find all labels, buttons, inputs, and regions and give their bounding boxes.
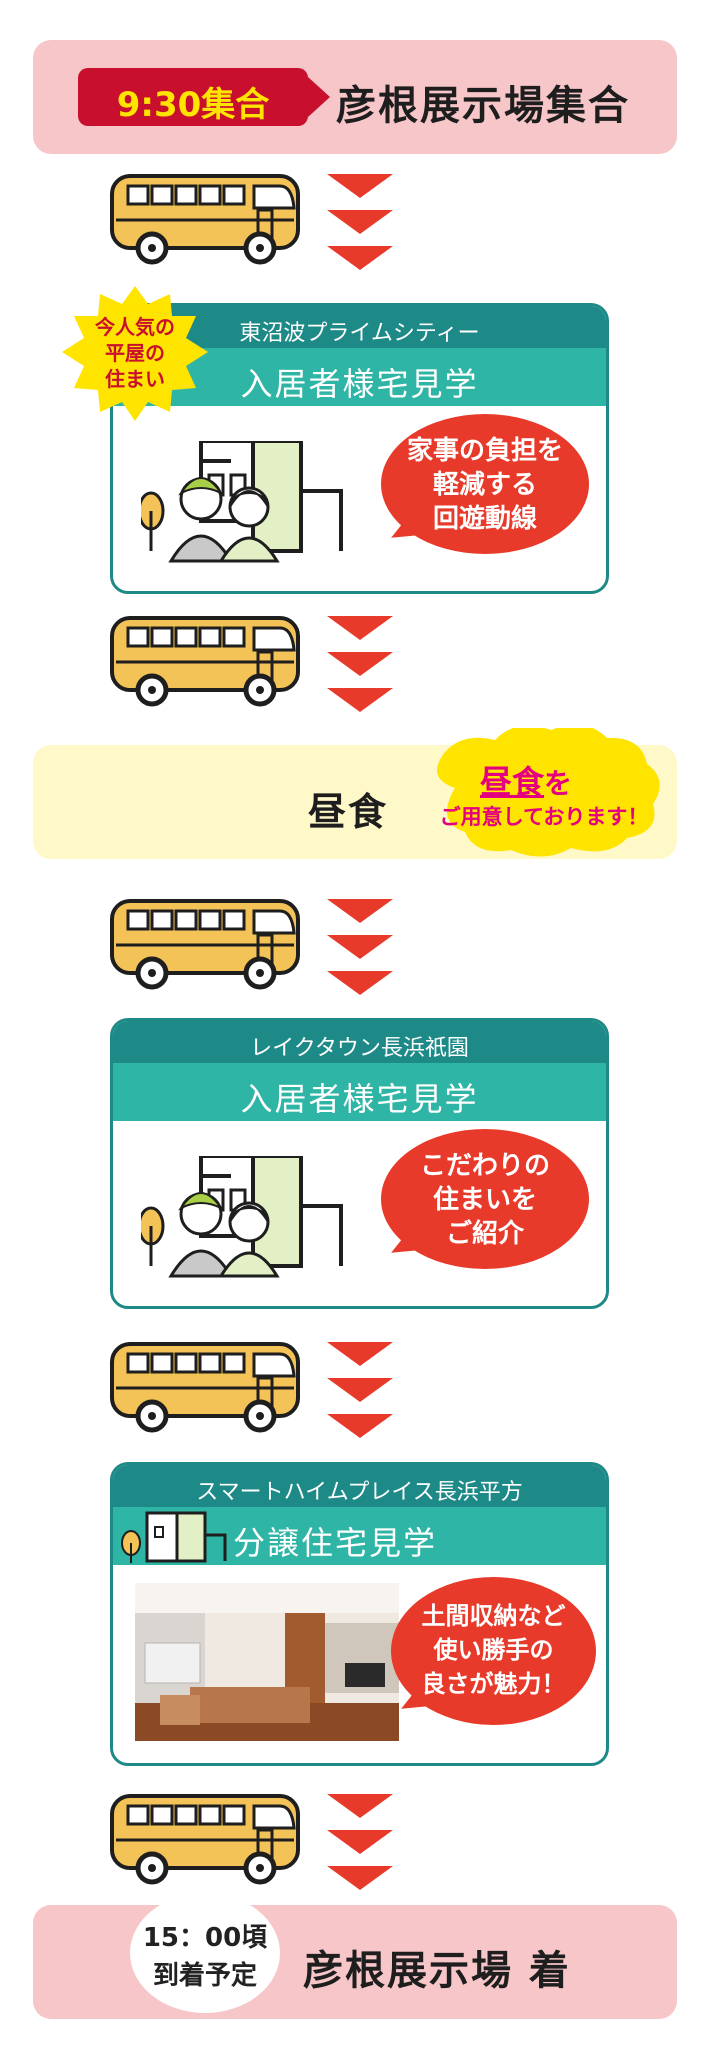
tour3-venue: スマートハイムプレイス長浜平方 — [196, 1480, 523, 1505]
tour3-bubble-line-2: 使い勝手の — [433, 1636, 554, 1664]
tour2-card: レイクタウン長浜祇園 入居者様宅見学 こだわりの 住まいを ご紹介 — [110, 1018, 609, 1309]
tour1-activity: 入居者様宅見学 — [240, 365, 479, 403]
tour3-venue-bar: スマートハイムプレイス長浜平方 — [113, 1465, 606, 1507]
bus-icon — [108, 895, 308, 991]
start-banner: 9:30集合 彦根展示場集合 — [33, 40, 677, 154]
tour2-bubble-line-2: 住まいを — [432, 1185, 537, 1215]
start-time-tag: 9:30集合 — [78, 68, 330, 126]
badge-line-3: 住まい — [105, 367, 165, 391]
tour1-bubble-line-1: 家事の負担を — [406, 436, 563, 466]
lunch-cloud-line-2: ご用意しております！ — [439, 805, 649, 829]
family-icon — [141, 441, 343, 563]
bus-icon — [108, 612, 308, 708]
badge-line-2: 平屋の — [105, 341, 165, 365]
lunch-highlight: 昼食 — [480, 763, 545, 801]
chevron-down-icon — [327, 174, 393, 270]
tour1-activity-band: 入居者様宅見学 — [113, 348, 606, 406]
tour3-card: スマートハイムプレイス長浜平方 分譲住宅見学 土間収納など 使い勝手の 良さが魅… — [110, 1462, 609, 1766]
lunch-title: 昼食 — [308, 790, 389, 834]
tour2-activity-band: 入居者様宅見学 — [113, 1063, 606, 1121]
tour1-card: 東沼波プライムシティー 入居者様宅見学 家事の負担を 軽減する 回遊動線 — [110, 303, 609, 594]
start-time: 9:30集合 — [116, 85, 270, 125]
tour2-speech-bubble: こだわりの 住まいを ご紹介 — [381, 1129, 589, 1269]
chevron-down-icon — [327, 616, 393, 712]
tour3-activity: 分譲住宅見学 — [233, 1524, 438, 1562]
interior-photo — [135, 1583, 399, 1741]
badge-line-1: 今人気の — [95, 315, 175, 339]
end-time-line-1: 15：00頃 — [142, 1923, 268, 1953]
lunch-cloud-line-1: 昼食を — [480, 757, 572, 803]
popular-badge: 今人気の 平屋の 住まい — [62, 286, 208, 421]
tour1-venue-bar: 東沼波プライムシティー — [113, 306, 606, 348]
tour2-venue-bar: レイクタウン長浜祇園 — [113, 1021, 606, 1063]
end-place: 彦根展示場 着 — [303, 1948, 571, 1994]
start-place: 彦根展示場集合 — [336, 83, 630, 129]
house-outline-icon — [121, 1511, 227, 1563]
chevron-down-icon — [327, 899, 393, 995]
chevron-down-icon — [327, 1794, 393, 1890]
bus-icon — [108, 1790, 308, 1886]
tour1-bubble-line-2: 軽減する — [432, 470, 537, 500]
lunch-suffix: を — [544, 767, 573, 800]
tour1-venue: 東沼波プライムシティー — [239, 321, 480, 346]
tour3-speech-bubble: 土間収納など 使い勝手の 良さが魅力！ — [391, 1577, 596, 1725]
bus-icon — [108, 1338, 308, 1434]
tour3-bubble-line-1: 土間収納など — [421, 1602, 566, 1630]
chevron-down-icon — [327, 1342, 393, 1438]
lunch-cloud — [437, 728, 660, 857]
tour3-bubble-line-3: 良さが魅力！ — [421, 1670, 566, 1698]
tour1-bubble-line-3: 回遊動線 — [432, 504, 537, 534]
tour2-venue: レイクタウン長浜祇園 — [250, 1036, 469, 1061]
tour2-activity: 入居者様宅見学 — [240, 1080, 479, 1118]
end-time-oval: 15：00頃 到着予定 — [130, 1893, 280, 2013]
family-icon — [141, 1156, 343, 1278]
tour2-bubble-line-3: ご紹介 — [445, 1219, 524, 1249]
end-time-line-2: 到着予定 — [152, 1961, 257, 1991]
bus-icon — [108, 170, 308, 266]
tour1-speech-bubble: 家事の負担を 軽減する 回遊動線 — [381, 414, 589, 554]
tour2-bubble-line-1: こだわりの — [419, 1151, 550, 1181]
